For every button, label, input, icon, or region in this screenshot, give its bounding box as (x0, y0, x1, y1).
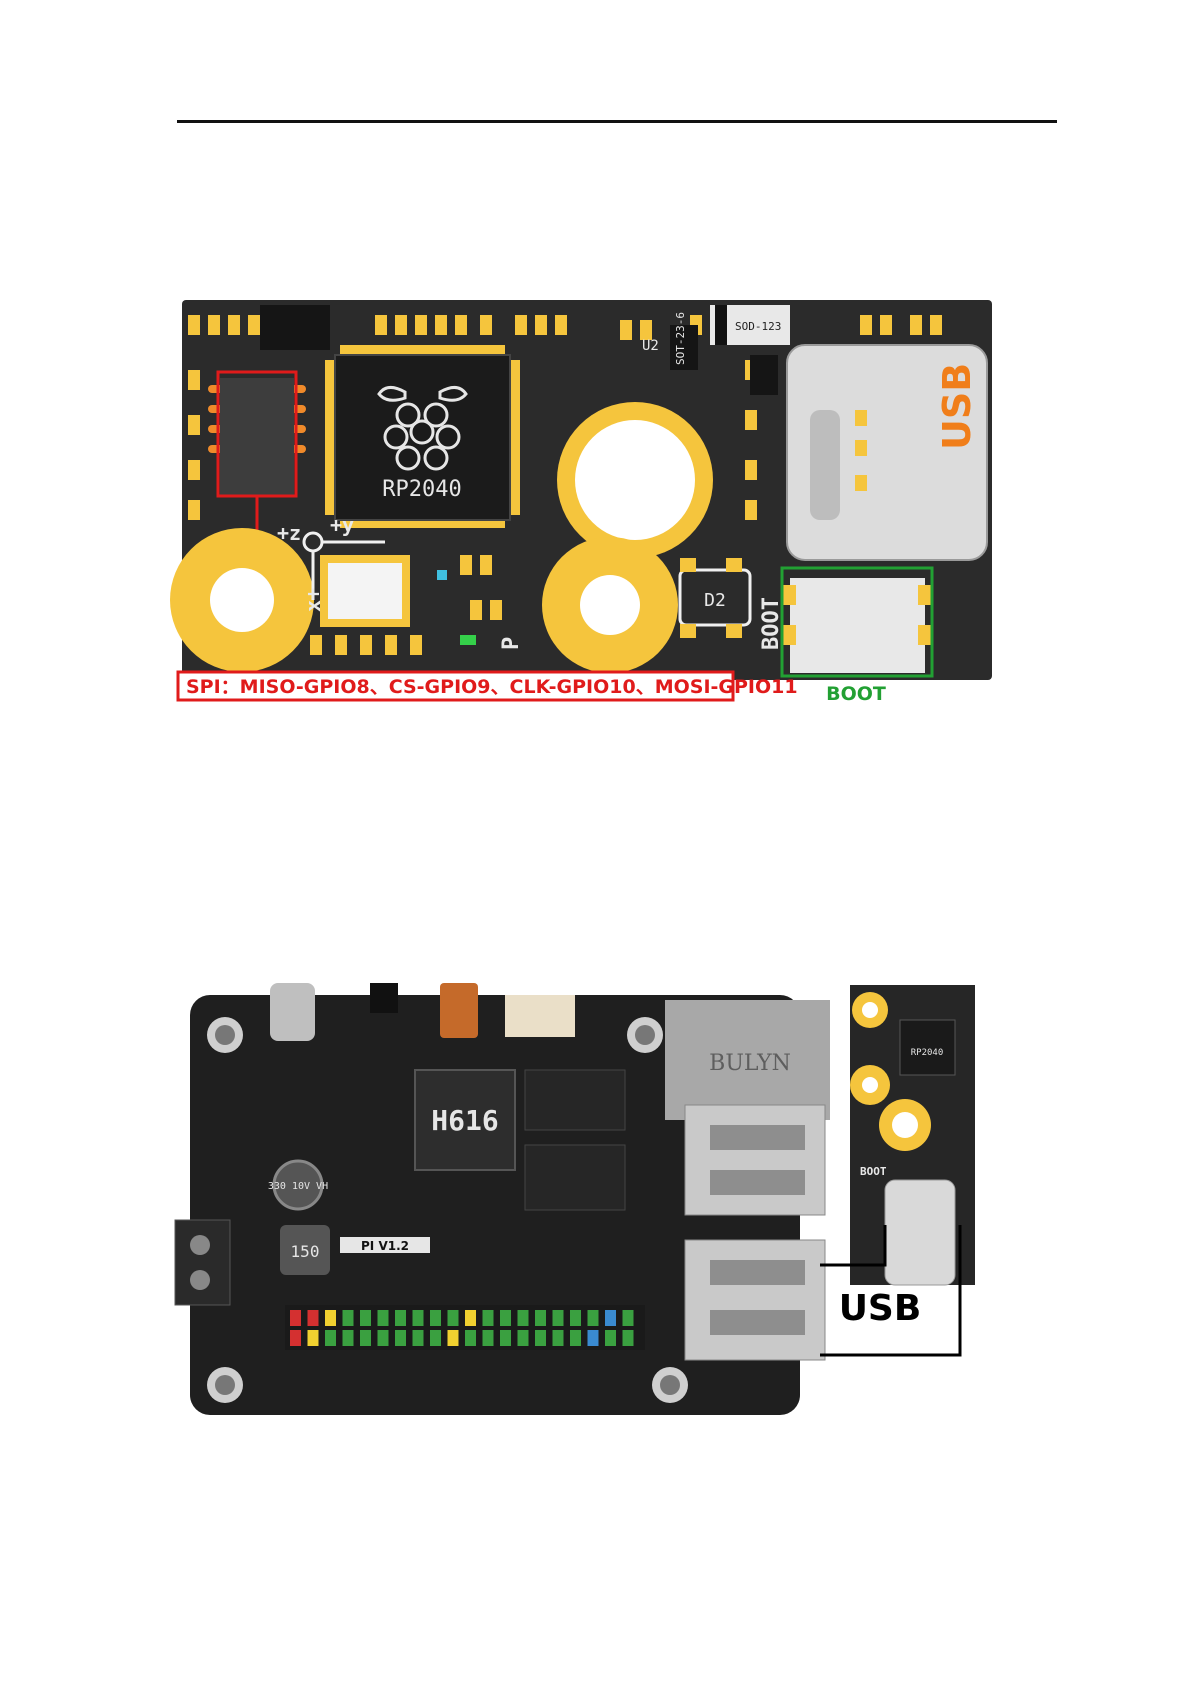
gpio-pin (378, 1330, 389, 1346)
gpio-pin (413, 1330, 424, 1346)
gpio-pin (623, 1330, 634, 1346)
usb-a-port-2 (685, 1240, 825, 1360)
boot-button (790, 578, 925, 673)
mini-rp2040-board: RP2040 BOOT (850, 985, 975, 1285)
rp2040-chip-label: RP2040 (382, 477, 461, 502)
gpio-pin (605, 1310, 616, 1326)
h616-board-figure: H616 BULYN 330 10V VH 150 PI V1.2 RP2040… (170, 975, 1070, 1445)
gpio-pin (588, 1330, 599, 1346)
gpio-pin (588, 1310, 599, 1326)
gpio-pin (430, 1310, 441, 1326)
gpio-pin (465, 1310, 476, 1326)
usb-a-port-1 (685, 1105, 825, 1215)
gpio-pin (308, 1310, 319, 1326)
gpio-pin (448, 1310, 459, 1326)
gpio-pin (500, 1330, 511, 1346)
u2-label: U2 (642, 338, 659, 354)
can-connector (505, 995, 575, 1037)
gpio-pin (483, 1330, 494, 1346)
rp2040-chip: RP2040 (325, 345, 520, 528)
usb-caption: USB (839, 1288, 922, 1329)
sot-label: SOT-23-6 (674, 312, 687, 365)
mini-chip-label: RP2040 (911, 1048, 944, 1058)
gpio-pin (343, 1330, 354, 1346)
usb-label-orange: USB (935, 363, 979, 450)
gpio-pin (378, 1310, 389, 1326)
spi-caption: SPI：MISO-GPIO8、CS-GPIO9、CLK-GPIO10、MOSI-… (186, 676, 798, 698)
flash-chip (208, 378, 306, 496)
gpio-pin (448, 1330, 459, 1346)
axis-z-label: +z (277, 521, 301, 545)
gpio-pin (623, 1310, 634, 1326)
gpio-pin (430, 1330, 441, 1346)
rj45-label: BULYN (709, 1051, 791, 1076)
gpio-pin (570, 1330, 581, 1346)
gpio-pin (535, 1330, 546, 1346)
gpio-pin (308, 1330, 319, 1346)
gpio-pin (395, 1310, 406, 1326)
gpio-pin (570, 1310, 581, 1326)
version-label: PI V1.2 (361, 1239, 409, 1253)
gpio-pin (553, 1310, 564, 1326)
gpio-pin (518, 1330, 529, 1346)
gpio-pin (465, 1330, 476, 1346)
h616-label: H616 (431, 1104, 498, 1137)
ram-chip-1 (525, 1070, 625, 1130)
gpio-pin (290, 1310, 301, 1326)
gpio-pin (535, 1310, 546, 1326)
gpio-pin (290, 1330, 301, 1346)
ic-small-right (750, 355, 778, 395)
usb-c-power (270, 983, 315, 1041)
p-label: P (499, 637, 524, 650)
mini-boot-label: BOOT (860, 1165, 887, 1178)
gpio-pin (343, 1310, 354, 1326)
capacitor-label: 330 10V VH (268, 1181, 328, 1192)
gpio-pin (325, 1310, 336, 1326)
usb-c-data (440, 983, 478, 1038)
gpio-pin (325, 1330, 336, 1346)
gpio-pin (360, 1330, 371, 1346)
gpio-pin (360, 1310, 371, 1326)
gpio-pin (483, 1310, 494, 1326)
boot-caption: BOOT (826, 683, 886, 705)
terminal-block (175, 1220, 230, 1305)
d2-label: D2 (704, 590, 726, 611)
sod-label: SOD-123 (735, 320, 781, 333)
ram-chip-2 (525, 1145, 625, 1210)
header-rule (177, 120, 1057, 123)
boot-silk-label: BOOT (759, 597, 784, 650)
gpio-pin (553, 1330, 564, 1346)
gpio-pin (500, 1310, 511, 1326)
rp2040-board-figure: SOT-23-6 U2 SOD-123 R (170, 300, 1070, 770)
gpio-pin (395, 1330, 406, 1346)
audio-jack (370, 983, 398, 1013)
inductor-label: 150 (291, 1242, 320, 1261)
ic-top-left (260, 305, 330, 350)
status-led (460, 635, 476, 645)
gpio-pin (605, 1330, 616, 1346)
small-component (437, 570, 447, 580)
gpio-pin (413, 1310, 424, 1326)
gpio-pin (518, 1310, 529, 1326)
axis-y-label: +y (330, 513, 354, 537)
